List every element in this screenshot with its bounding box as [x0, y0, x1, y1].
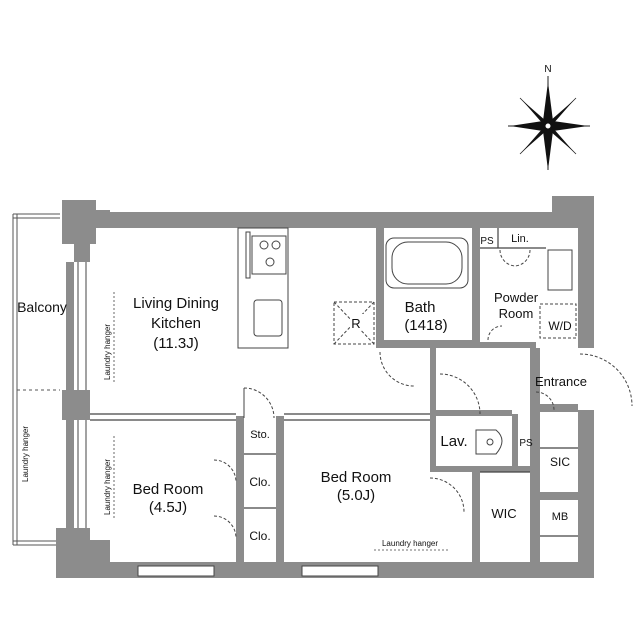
- bath-size-label: (1418): [404, 317, 447, 334]
- powder-label-line2: Room: [499, 306, 534, 321]
- refrigerator-icon: [333, 301, 375, 345]
- interior-walls: [236, 228, 578, 562]
- balcony-label: Balcony: [17, 299, 67, 315]
- basin-icon: [475, 429, 503, 455]
- lav-label: Lav.: [440, 433, 467, 450]
- laundry-hanger-bed1-label: Laundry hanger: [103, 459, 112, 515]
- laundry-hanger-ldk-label: Laundry hanger: [103, 324, 112, 380]
- bedroom-1-label: Bed Room: [133, 481, 204, 498]
- stove-icon: [251, 235, 287, 275]
- sic-label: SIC: [550, 455, 570, 469]
- wic-label: WIC: [491, 506, 516, 521]
- partition-lines: [90, 228, 578, 537]
- exterior-walls: [56, 196, 594, 578]
- bedroom-2-size-label: (5.0J): [337, 487, 375, 504]
- bottom-windows: [137, 565, 379, 577]
- entrance-label: Entrance: [535, 374, 587, 389]
- bathtub-icon: [385, 237, 469, 289]
- ldk-size-label: (11.3J): [153, 335, 199, 352]
- ldk-label-line1: Living Dining: [133, 295, 219, 312]
- laundry-hanger-bed2-label: Laundry hanger: [382, 539, 438, 548]
- ldk-label-line2: Kitchen: [151, 315, 201, 332]
- powder-label-line1: Powder: [494, 290, 539, 305]
- kitchen-counter: [237, 227, 289, 349]
- wd-label: W/D: [548, 319, 572, 333]
- bedroom-1-size-label: (4.5J): [149, 499, 187, 516]
- washer-icon: [539, 303, 577, 339]
- ps-upper-label: PS: [480, 236, 494, 247]
- mb-label: MB: [552, 511, 569, 523]
- closet-2-label: Clo.: [249, 529, 270, 543]
- bath-label: Bath: [405, 299, 436, 316]
- compass-north-label: N: [544, 64, 551, 75]
- compass-rose-icon: [508, 76, 590, 170]
- powder-shelf: [547, 249, 573, 291]
- refrigerator-label: R: [351, 316, 360, 331]
- doors: [213, 249, 633, 539]
- balcony-area: [12, 213, 60, 546]
- storage-label: Sto.: [250, 429, 270, 441]
- laundry-hanger-balcony-label: Laundry hanger: [21, 426, 30, 482]
- left-windows: [77, 262, 87, 528]
- lin-label: Lin.: [511, 233, 529, 245]
- bedroom-2-label: Bed Room: [321, 469, 392, 486]
- ps-lower-label: PS: [519, 438, 533, 449]
- closet-1-label: Clo.: [249, 475, 270, 489]
